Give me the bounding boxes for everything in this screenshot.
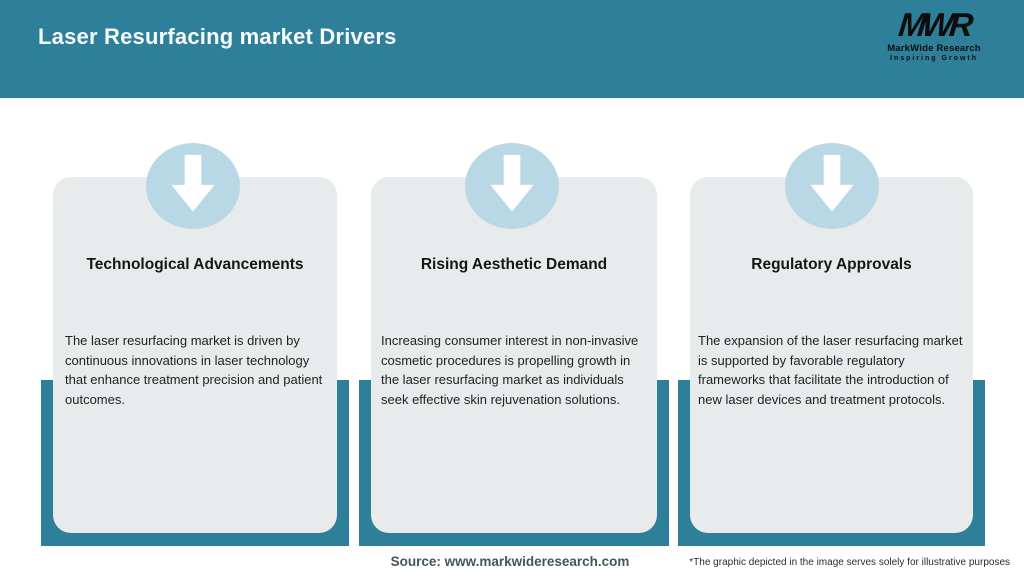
driver-card-rising-aesthetic-demand: Rising Aesthetic Demand Increasing consu… (371, 177, 657, 533)
source-text: Source: www.markwideresearch.com (390, 554, 630, 569)
driver-card-technological-advancements: Technological Advancements The laser res… (53, 177, 337, 533)
logo-monogram: MWR (896, 6, 972, 43)
header-bar: Laser Resurfacing market Drivers MWR Mar… (0, 0, 1024, 98)
page-title: Laser Resurfacing market Drivers (38, 24, 397, 49)
disclaimer-text: *The graphic depicted in the image serve… (689, 557, 1010, 568)
logo-company-name: MarkWide Research (887, 43, 981, 54)
brand-logo: MWR MarkWide Research Inspiring Growth (874, 6, 994, 62)
down-arrow-icon (171, 154, 215, 212)
down-arrow-icon (490, 154, 534, 212)
card-body: The expansion of the laser resurfacing m… (698, 333, 963, 407)
down-arrow-icon (810, 154, 854, 212)
card-title: Regulatory Approvals (751, 256, 912, 273)
down-arrow-badge (146, 143, 240, 229)
down-arrow-badge (785, 143, 879, 229)
logo-tagline: Inspiring Growth (890, 55, 978, 62)
card-body: The laser resurfacing market is driven b… (65, 333, 323, 407)
card-title: Technological Advancements (86, 256, 304, 273)
down-arrow-badge (465, 143, 559, 229)
card-body: Increasing consumer interest in non-inva… (381, 333, 639, 407)
driver-card-regulatory-approvals: Regulatory Approvals The expansion of th… (690, 177, 973, 533)
card-title: Rising Aesthetic Demand (420, 256, 608, 273)
